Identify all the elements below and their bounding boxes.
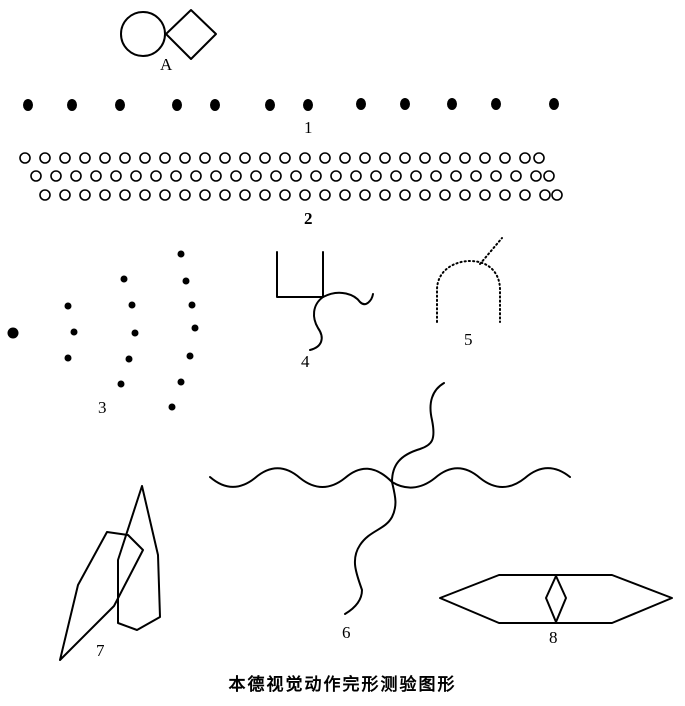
figure-5-arch xyxy=(436,259,501,323)
figure-2: 2 xyxy=(19,152,563,228)
figure-8-hexagon xyxy=(439,574,673,624)
figure-1: 1 xyxy=(23,98,559,137)
figure-a: A xyxy=(120,9,217,74)
figure-6: 6 xyxy=(209,382,571,642)
figure-7-label: 7 xyxy=(96,641,105,660)
figure-7-tilted-hexagon xyxy=(59,531,144,661)
figure-a-label: A xyxy=(160,55,173,74)
figure-2-label: 2 xyxy=(304,209,313,228)
figure-8: 8 xyxy=(439,574,673,647)
figure-4-open-square xyxy=(276,251,324,298)
figure-4-label: 4 xyxy=(301,352,310,371)
figure-6-vertical-wave xyxy=(344,382,445,615)
figure-3: 3 xyxy=(7,250,199,417)
figure-2-circles xyxy=(19,152,563,201)
figure-6-label: 6 xyxy=(342,623,351,642)
figure-8-label: 8 xyxy=(549,628,558,647)
figure-3-dots xyxy=(7,250,199,411)
figure-4-curve-down xyxy=(309,296,324,351)
figure-3-label: 3 xyxy=(98,398,107,417)
figure-5-diagonal xyxy=(479,237,503,265)
figure-6-horizontal-wave xyxy=(209,467,571,489)
figure-1-dots xyxy=(23,98,559,111)
figure-7-vertical-hexagon xyxy=(117,485,161,631)
figure-7: 7 xyxy=(59,485,161,661)
figure-1-label: 1 xyxy=(304,118,313,137)
figure-a-circle xyxy=(120,11,166,57)
figure-caption: 本德视觉动作完形测验图形 xyxy=(228,675,457,695)
figure-5: 5 xyxy=(436,237,503,349)
figure-a-diamond xyxy=(165,9,217,60)
figure-4: 4 xyxy=(276,251,374,371)
figure-5-label: 5 xyxy=(464,330,473,349)
figure-4-curve-right xyxy=(322,291,374,306)
figure-8-diamond xyxy=(545,575,567,623)
